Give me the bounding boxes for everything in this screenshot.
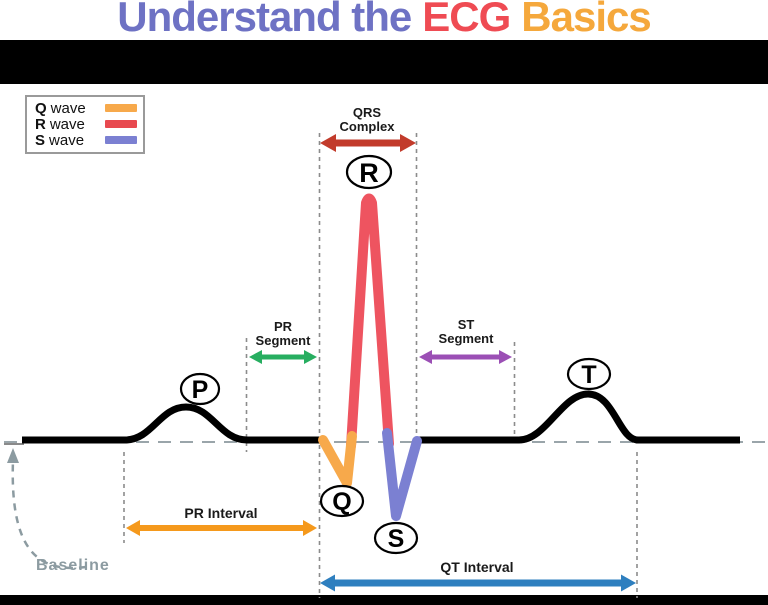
- pr-interval-arrow-right-head: [303, 520, 317, 536]
- p-label-ellipse: [179, 372, 221, 406]
- qrs-label-line2: Complex: [339, 119, 395, 134]
- s-wave-swatch-rect: [105, 136, 137, 144]
- title-ecg: ECG: [422, 0, 511, 40]
- q-label-ellipse: [319, 484, 365, 518]
- qt-interval-arrow-left-head: [320, 574, 335, 592]
- st-segment-label-line2: Segment: [438, 331, 494, 346]
- title-understand-the: Understand the: [117, 0, 412, 40]
- qrs-label-line1: QRS: [352, 105, 382, 120]
- legend-item-s-wave: S wave: [35, 131, 137, 149]
- pr-segment-label-line2: Segment: [255, 333, 311, 348]
- s-label-letter: S: [388, 525, 405, 553]
- st-segment-label-line1: ST: [457, 317, 475, 332]
- s-label-ellipse: [373, 521, 419, 555]
- q-wave-swatch-rect: [105, 104, 137, 112]
- st-segment-arrow-shaft: [429, 354, 502, 360]
- baseline-pointer-curve: [11, 459, 87, 570]
- baseline-label: Baseline: [36, 557, 110, 574]
- title-basics: Basics: [521, 0, 651, 40]
- bottom-black-band: [0, 595, 768, 605]
- pr-interval-arrow: [126, 520, 317, 536]
- t-label-ellipse: [566, 357, 612, 391]
- legend-r-word: wave: [49, 115, 85, 133]
- top-black-band: [0, 40, 768, 84]
- pr-segment-label: PR Segment: [233, 320, 333, 348]
- q-label-letter: Q: [332, 488, 351, 516]
- legend-s-word: wave: [49, 131, 85, 149]
- p-label-letter: P: [192, 376, 209, 404]
- qt-interval-arrow: [320, 574, 636, 592]
- legend-s-letter: S: [35, 131, 46, 149]
- qt-interval-arrow-shaft: [332, 579, 624, 587]
- legend-q-word: wave: [50, 99, 86, 117]
- qt-interval-arrow-right-head: [621, 574, 636, 592]
- qt-interval-label: QT Interval: [440, 559, 514, 575]
- qrs-arrow-right-head: [400, 134, 416, 152]
- pr-segment-arrow-right-head: [304, 350, 317, 364]
- qrs-complex-arrow: [320, 134, 416, 152]
- s-wave-color-swatch: [105, 136, 137, 144]
- r-wave-line: [346, 193, 394, 451]
- pr-segment-arrow-shaft: [259, 354, 307, 360]
- wave-legend: Q wave R wave S wave: [25, 95, 145, 154]
- baseline-pointer-arrowhead: [7, 448, 19, 463]
- legend-item-r-wave: R wave: [35, 115, 137, 133]
- legend-r-letter: R: [35, 115, 46, 133]
- t-label-letter: T: [581, 361, 596, 389]
- qrs-arrow-shaft: [333, 139, 403, 147]
- st-segment-arrow: [419, 350, 512, 364]
- ecg-trace-p-wave: [22, 403, 323, 444]
- dashed-guides: [123, 133, 638, 598]
- pr-interval-arrow-left-head: [126, 520, 140, 536]
- r-label-letter: R: [359, 158, 379, 188]
- qrs-arrow-left-head: [320, 134, 336, 152]
- q-wave-color-swatch: [105, 104, 137, 112]
- pr-interval-arrow-shaft: [137, 525, 306, 531]
- st-segment-arrow-left-head: [419, 350, 432, 364]
- pr-segment-arrow: [249, 350, 317, 364]
- q-wave-line: [318, 431, 357, 488]
- s-wave-line: [382, 428, 422, 521]
- legend-item-q-wave: Q wave: [35, 99, 137, 117]
- r-wave-swatch-rect: [105, 120, 137, 128]
- st-segment-label: ST Segment: [416, 318, 516, 346]
- r-wave-color-swatch: [105, 120, 137, 128]
- pr-segment-arrow-left-head: [249, 350, 262, 364]
- legend-q-letter: Q: [35, 99, 47, 117]
- qrs-complex-label: QRS Complex: [317, 106, 417, 134]
- pr-interval-label: PR Interval: [184, 505, 258, 521]
- ecg-trace-t-wave: [417, 390, 740, 444]
- page-title: Understand the ECG Basics: [0, 0, 768, 40]
- r-label-ellipse: [345, 154, 393, 190]
- st-segment-arrow-right-head: [499, 350, 512, 364]
- pr-segment-label-line1: PR: [273, 319, 293, 334]
